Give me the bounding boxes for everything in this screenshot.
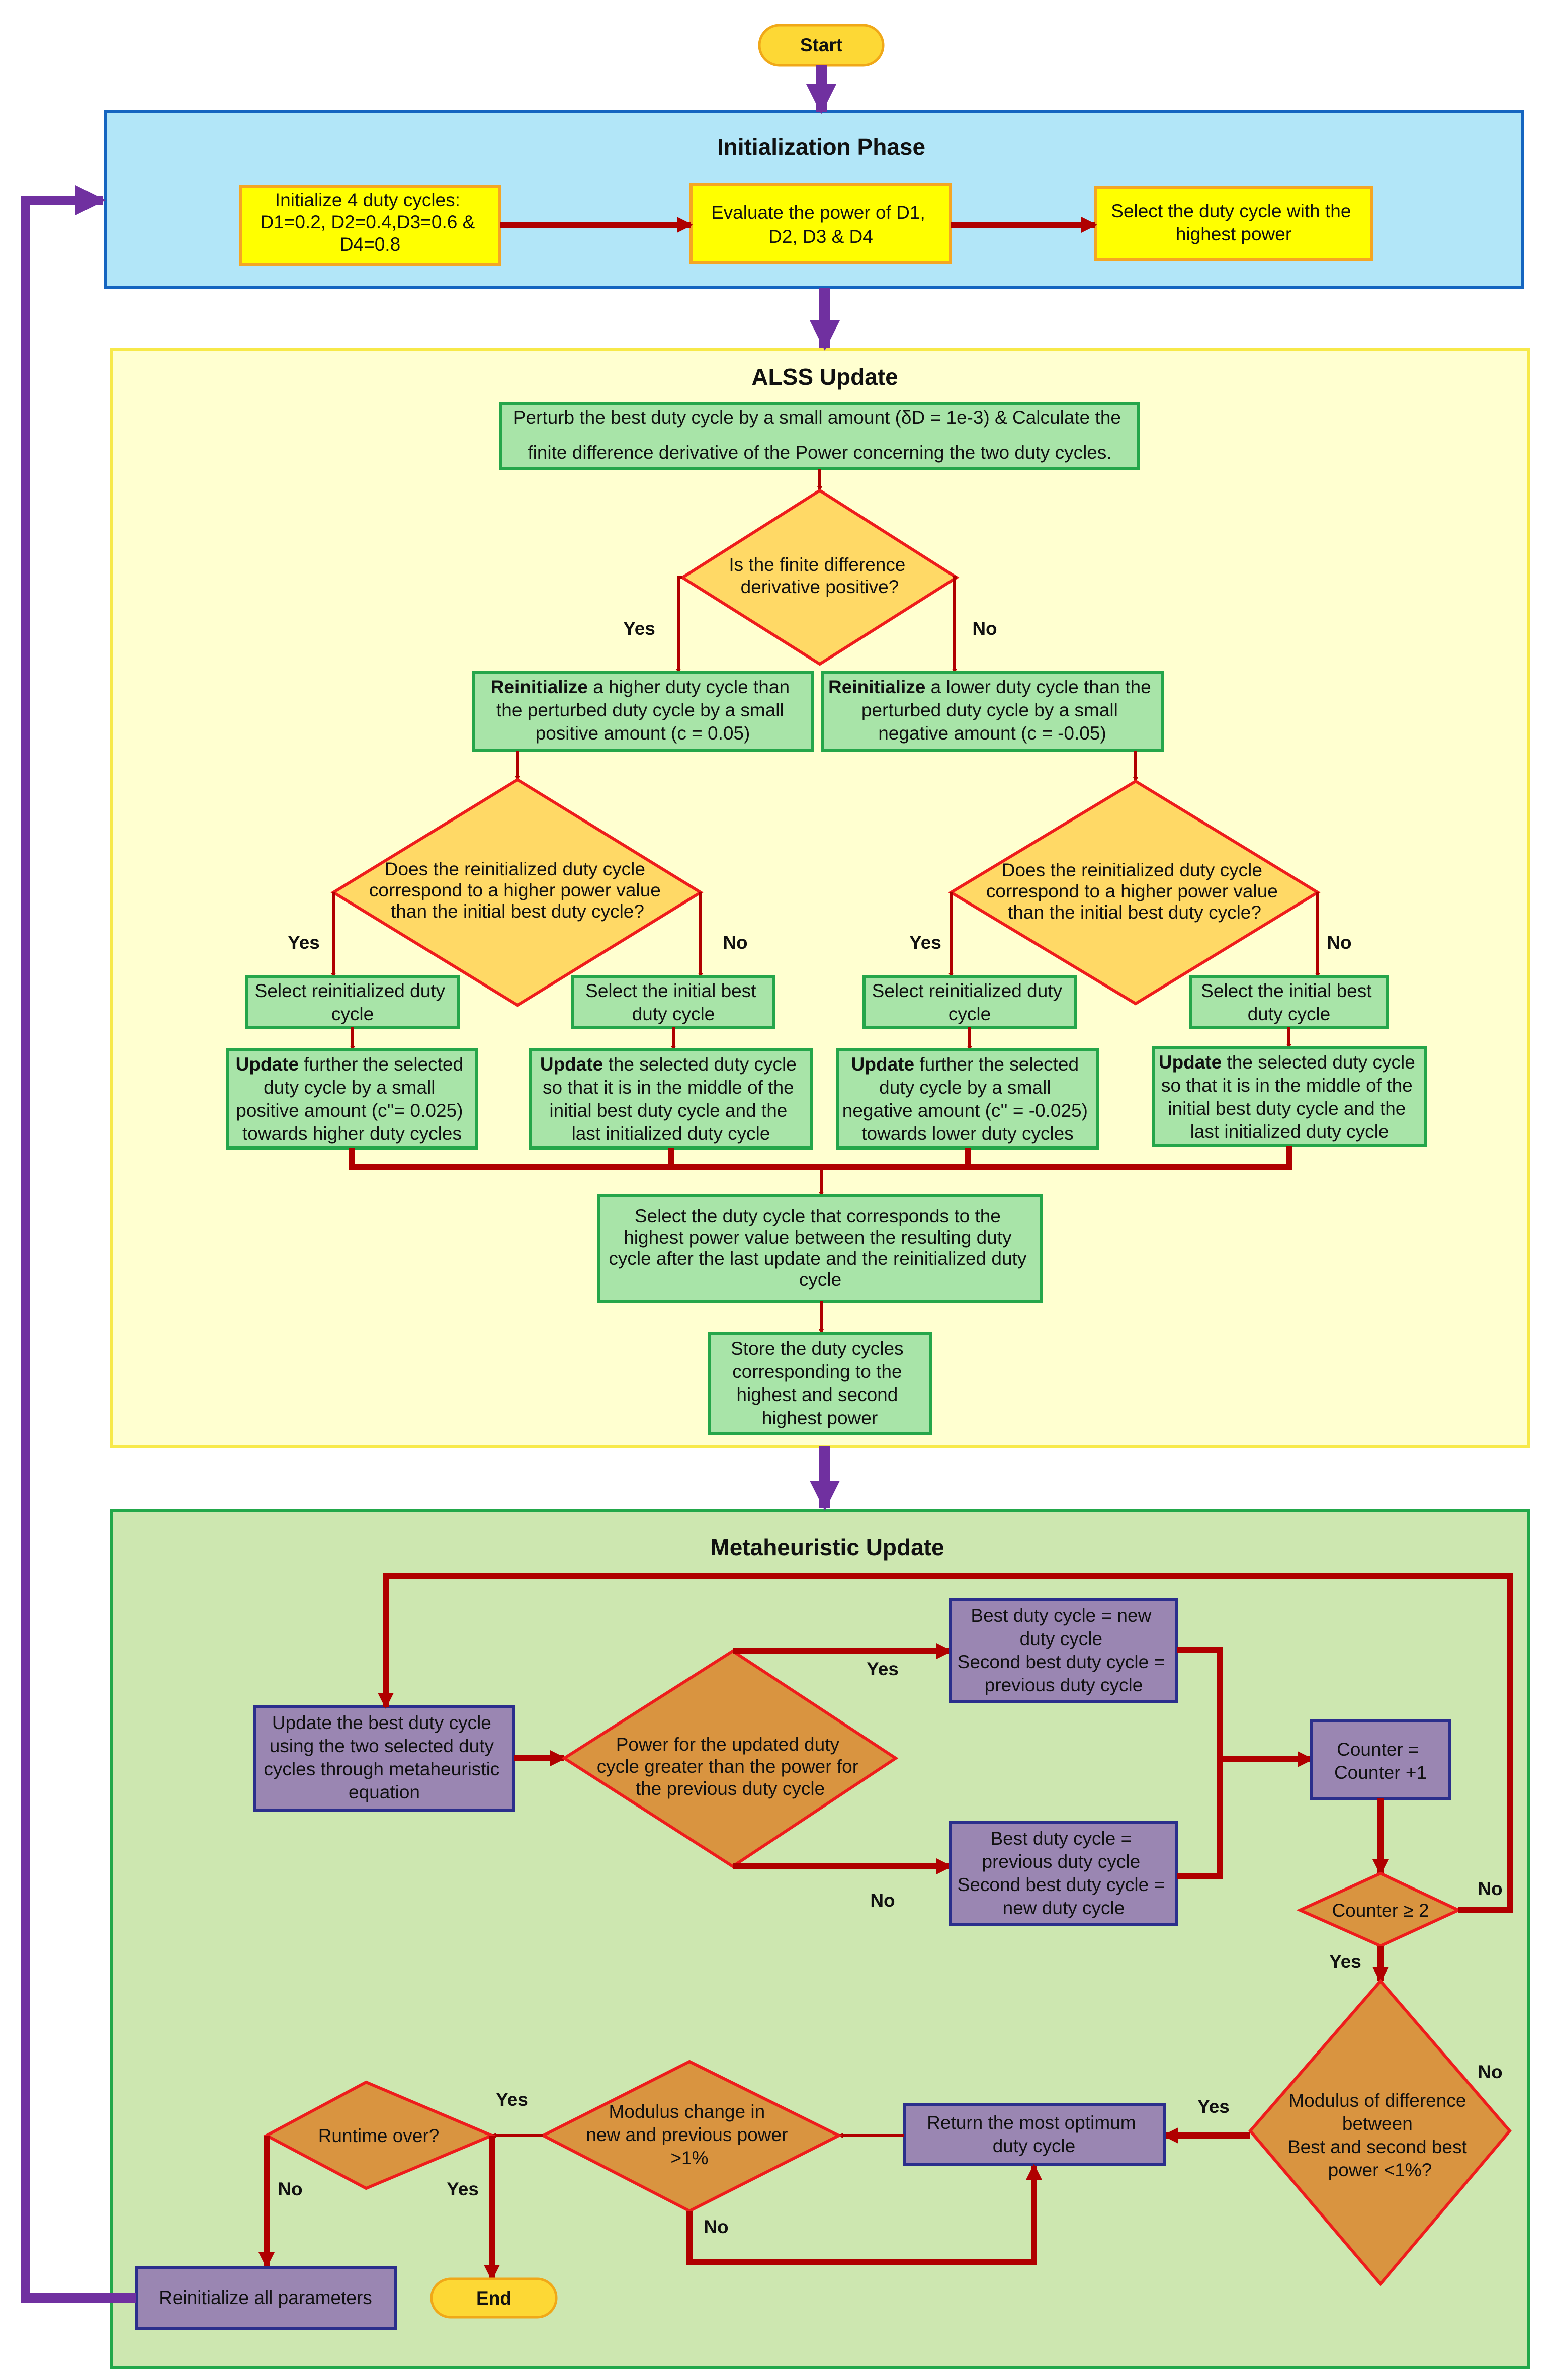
- counter-yes-label: Yes: [1329, 1951, 1361, 1972]
- store-text: Store the duty cycles corresponding to t…: [731, 1338, 909, 1428]
- reinit-higher-text: Reinitialize a higher duty cycle than th…: [491, 677, 795, 744]
- modulus-yes-label: Yes: [1197, 2096, 1230, 2117]
- left-higher-power-text: Does the reinitialized duty cycle corres…: [369, 859, 666, 922]
- perturb-text: Perturb the best duty cycle by a small a…: [513, 407, 1127, 463]
- loop-back-line: [378, 1573, 1513, 1913]
- select-initial-right-text: Select the initial best duty cycle: [1201, 980, 1377, 1024]
- select-reinit-right-box: [862, 975, 1077, 1029]
- modulus-change-text: Modulus change in new and previous power…: [586, 2101, 793, 2168]
- select-initial-left-text: Select the initial best duty cycle: [585, 980, 761, 1024]
- right-higher-power-text: Does the reinitialized duty cycle corres…: [986, 860, 1283, 923]
- update-negative-text: Update further the selected duty cycle b…: [842, 1054, 1093, 1144]
- reinit-higher-box: [472, 671, 814, 752]
- select-final-text: Select the duty cycle that corresponds t…: [609, 1206, 1031, 1290]
- counter-box: [1310, 1719, 1451, 1800]
- arrow-q1-yes: [676, 576, 682, 674]
- update-middle-left-box: [529, 1048, 813, 1150]
- update-positive-text: Update further the selected duty cycle b…: [236, 1054, 469, 1144]
- power-yes-label: Yes: [867, 1659, 899, 1679]
- modulus-text: Modulus of difference between Best and s…: [1288, 2090, 1472, 2180]
- left-q2-yes-label: Yes: [288, 932, 320, 953]
- update-middle-right-text: Update the selected duty cycle so that i…: [1159, 1052, 1420, 1142]
- q1-yes-label: Yes: [623, 618, 655, 639]
- reinit-lower-box: [821, 671, 1164, 752]
- power-no-label: No: [870, 1890, 895, 1911]
- reinit-lower-text: Reinitialize a lower duty cycle than the…: [828, 677, 1156, 744]
- best-new-box: [949, 1598, 1178, 1703]
- best-new-text: Best duty cycle = new duty cycle Second …: [958, 1605, 1170, 1695]
- reinit-all-text: Reinitialize all parameters: [159, 2287, 372, 2308]
- perturb-box: [499, 402, 1140, 470]
- init-duty-cycles-text: Initialize 4 duty cycles: D1=0.2, D2=0.4…: [260, 190, 480, 255]
- arrow-q1-no: [952, 576, 957, 674]
- counter-text: Counter = Counter +1: [1334, 1739, 1427, 1783]
- derivative-positive-text: Is the finite difference derivative posi…: [729, 554, 910, 597]
- change-yes-label: Yes: [496, 2089, 528, 2110]
- right-q2-yes-label: Yes: [909, 932, 941, 953]
- runtime-yes-label: Yes: [447, 2179, 479, 2199]
- runtime-decision: [263, 2080, 496, 2190]
- return-optimum-text: Return the most optimum duty cycle: [927, 2112, 1141, 2156]
- best-prev-box: [949, 1821, 1178, 1926]
- arrow-reinit-to-init: [21, 185, 136, 2303]
- select-reinit-left-text: Select reinitialized duty cycle: [255, 980, 451, 1024]
- right-higher-power-decision: [948, 779, 1321, 1006]
- counter-check-text: Counter ≥ 2: [1332, 1900, 1429, 1921]
- runtime-no-label: No: [278, 2179, 302, 2199]
- end-terminal: [430, 2277, 558, 2319]
- evaluate-power-box: [689, 183, 952, 264]
- left-higher-power-decision: [330, 778, 704, 1007]
- start-label: Start: [800, 35, 842, 55]
- power-greater-text: Power for the updated duty cycle greater…: [597, 1734, 864, 1799]
- select-reinit-right-text: Select reinitialized duty cycle: [872, 980, 1068, 1024]
- store-box: [708, 1332, 932, 1435]
- left-q2-no-label: No: [723, 932, 747, 953]
- update-middle-right-box: [1152, 1046, 1427, 1147]
- metaheuristic-update-title: Metaheuristic Update: [710, 1534, 944, 1561]
- select-highest-power-text: Select the duty cycle with the highest p…: [1111, 201, 1356, 244]
- update-best-duty-text: Update the best duty cycle using the two…: [264, 1712, 504, 1802]
- update-middle-left-text: Update the selected duty cycle so that i…: [540, 1054, 802, 1144]
- runtime-text: Runtime over?: [318, 2125, 440, 2146]
- update-best-duty-box: [253, 1705, 515, 1812]
- select-highest-power-box: [1094, 186, 1373, 261]
- best-prev-text: Best duty cycle = previous duty cycle Se…: [958, 1828, 1170, 1918]
- counter-no-label: No: [1478, 1878, 1502, 1899]
- modulus-no-label: No: [1478, 2062, 1502, 2082]
- merge-best-boxes: [1177, 1647, 1223, 1879]
- modulus-decision: [1248, 1979, 1512, 2286]
- evaluate-power-text: Evaluate the power of D1, D2, D3 & D4: [711, 202, 930, 247]
- derivative-positive-decision: [679, 488, 960, 666]
- change-no-label: No: [704, 2217, 728, 2237]
- metaheuristic-update-panel: [110, 1509, 1530, 2369]
- right-q2-no-label: No: [1327, 932, 1351, 953]
- arrow-change-no: [686, 2164, 1042, 2265]
- q1-no-label: No: [972, 618, 997, 639]
- select-final-box: [597, 1194, 1043, 1303]
- end-label: End: [476, 2288, 511, 2309]
- alss-update-title: ALSS Update: [751, 364, 898, 390]
- initialization-phase-title: Initialization Phase: [717, 134, 925, 160]
